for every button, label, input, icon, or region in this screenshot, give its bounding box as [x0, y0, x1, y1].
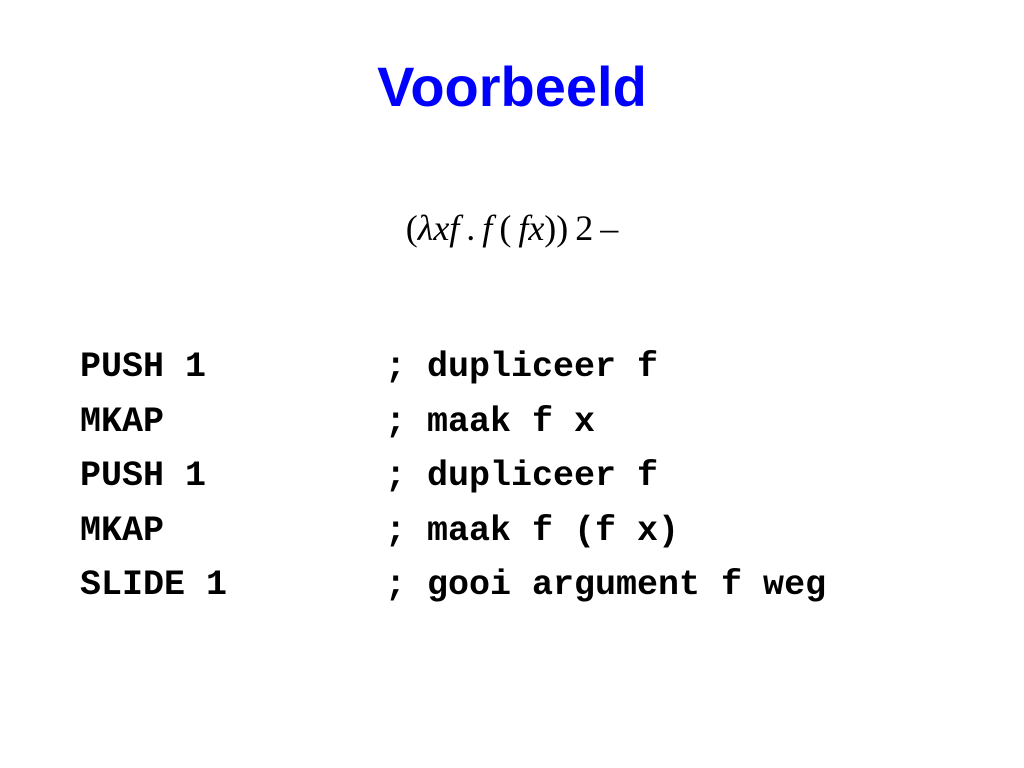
code-comment: ; gooi argument f weg [385, 565, 827, 605]
code-instruction: MKAP [80, 401, 165, 442]
formula-lambda: λ [417, 208, 434, 248]
code-line: MKAP ; maak f x [80, 395, 826, 450]
formula-close-parens: )) [544, 208, 569, 248]
code-line: PUSH 1 ; dupliceer f [80, 340, 826, 395]
code-line: SLIDE 1 ; gooi argument f weg [80, 558, 826, 613]
formula-inner-open-paren: ( [499, 208, 512, 248]
code-instruction: PUSH 1 [80, 347, 207, 387]
code-comment: ; maak f x [385, 401, 596, 442]
code-comment: ; maak f (f x) [385, 510, 680, 551]
formula-vars: xf [433, 208, 460, 248]
code-instruction: PUSH 1 [80, 456, 207, 496]
formula-f: f [482, 208, 493, 248]
code-comment: ; dupliceer f [385, 456, 659, 496]
formula-arg-2: 2 [575, 208, 594, 248]
code-instruction: MKAP [80, 510, 165, 551]
formula-dash: – [600, 208, 619, 248]
slide-title: Voorbeeld [377, 55, 647, 118]
formula-dot: . [466, 208, 476, 248]
formula-fx: fx [518, 208, 545, 248]
code-line: PUSH 1 ; dupliceer f [80, 449, 826, 504]
code-comment: ; dupliceer f [385, 347, 659, 387]
code-block: PUSH 1 ; dupliceer f MKAP ; maak f x PUSH … [80, 340, 826, 613]
formula-open-paren: ( [405, 208, 418, 248]
lambda-formula: (λxf.f(fx))2– [0, 203, 1024, 253]
code-line: MKAP ; maak f (f x) [80, 504, 826, 559]
code-instruction: SLIDE 1 [80, 565, 228, 605]
